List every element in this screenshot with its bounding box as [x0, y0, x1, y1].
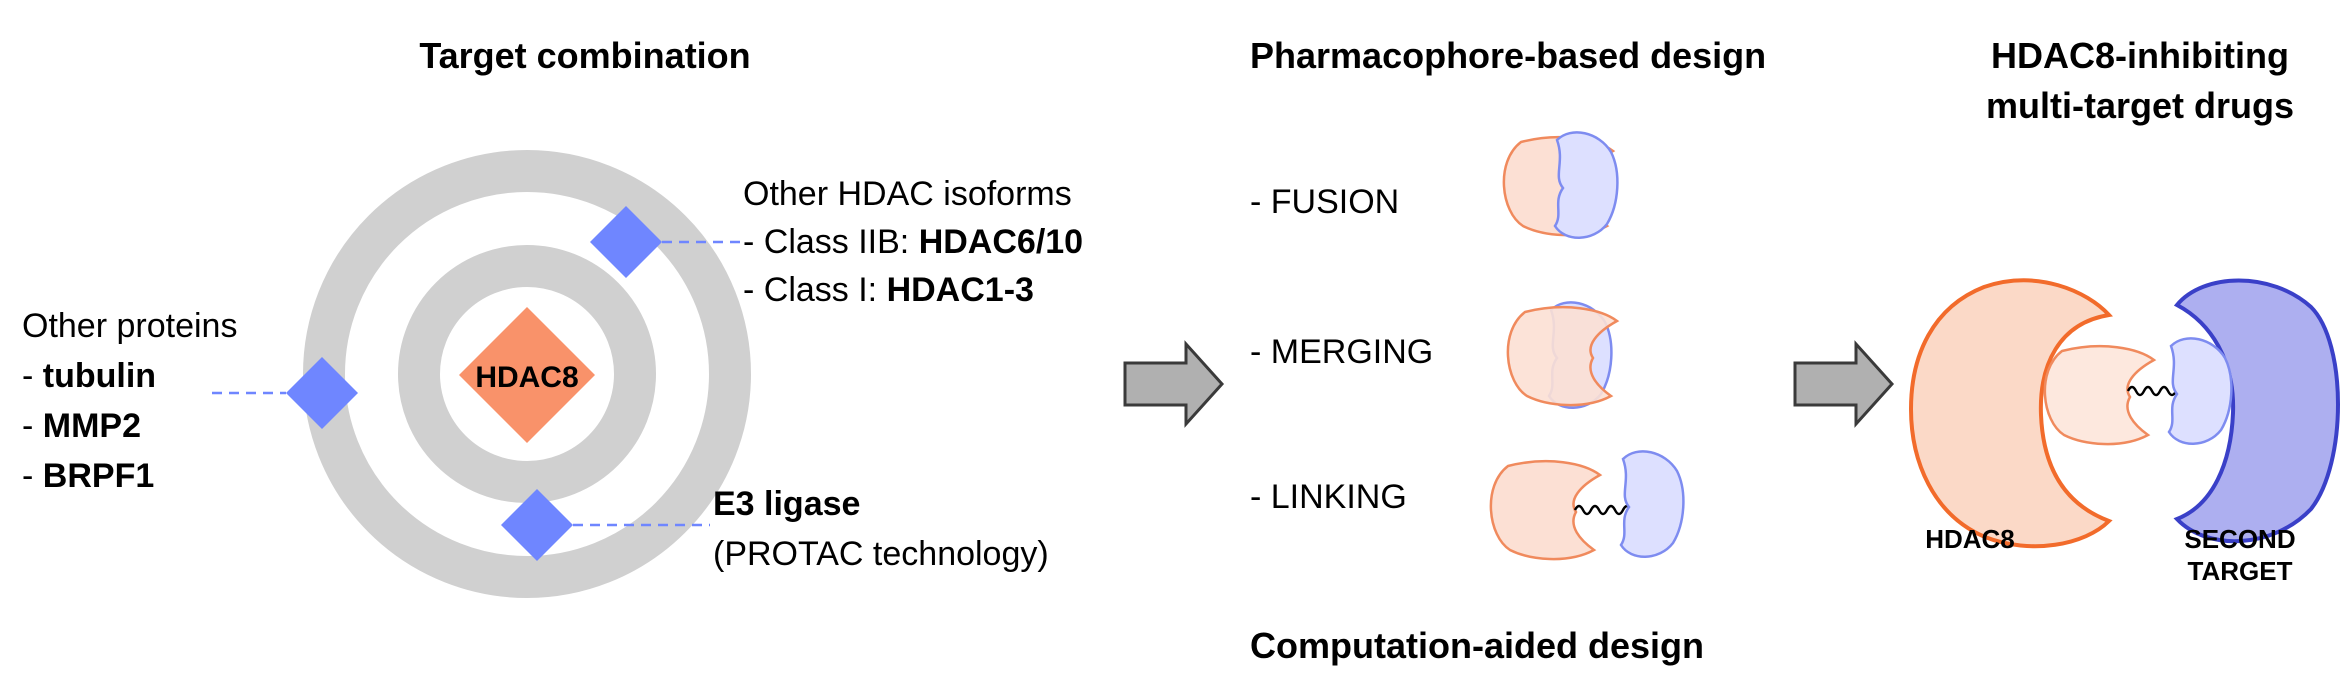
hdac8-core: HDAC8: [459, 307, 595, 443]
linker-squiggle: [2126, 385, 2178, 397]
other-hdac-item: - Class I: HDAC1-3: [743, 271, 1034, 309]
other-proteins-group: Other proteins - tubulin - MMP2 - BRPF1: [22, 307, 237, 495]
other-protein-item: - BRPF1: [22, 457, 154, 495]
multi-target-title-line1: HDAC8-inhibiting: [1991, 35, 2289, 76]
hdac8-enzyme-label: HDAC8: [1925, 524, 2015, 554]
e3-ligase-group: E3 ligase (PROTAC technology): [713, 485, 1049, 573]
other-proteins-heading: Other proteins: [22, 307, 237, 345]
pharmacophore-title: Pharmacophore-based design: [1250, 35, 1766, 76]
strategy-fusion: - FUSION: [1250, 183, 1399, 221]
second-ligand-shape: [2167, 337, 2233, 446]
merging-illustration: [1506, 301, 1619, 410]
second-target-label-line2: TARGET: [2188, 556, 2293, 586]
e3-ligase-sub: (PROTAC technology): [713, 535, 1049, 573]
flow-arrow-1: [1123, 340, 1225, 428]
other-hdac-item: - Class IIB: HDAC6/10: [743, 223, 1083, 261]
e3-ligase-diamond: [501, 489, 573, 561]
other-protein-item: - tubulin: [22, 357, 156, 395]
multi-target-title-line2: multi-target drugs: [1986, 85, 2294, 126]
multi-target-drug-illustration: [1909, 278, 2340, 549]
other-hdac-heading: Other HDAC isoforms: [743, 175, 1072, 213]
hdac8-core-diamond: [459, 307, 595, 443]
other-protein-diamond: [286, 357, 358, 429]
e3-ligase-heading: E3 ligase: [713, 485, 860, 523]
second-ligand-shape: [1553, 131, 1619, 240]
other-hdac-group: Other HDAC isoforms - Class IIB: HDAC6/1…: [743, 175, 1083, 309]
inner-ring: [398, 245, 656, 503]
linking-illustration: [1489, 450, 1685, 561]
hdac8-core-label: HDAC8: [475, 361, 578, 394]
target-combination-title: Target combination: [419, 35, 750, 76]
second-ligand-shape: [1619, 450, 1685, 559]
strategy-linking: - LINKING: [1250, 478, 1407, 516]
fusion-illustration: [1502, 131, 1619, 240]
strategy-merging: - MERGING: [1250, 333, 1433, 371]
hdac-isoform-diamond: [590, 206, 662, 278]
computation-aided-title: Computation-aided design: [1250, 625, 1704, 666]
flow-arrow-2: [1793, 340, 1895, 428]
other-protein-item: - MMP2: [22, 407, 141, 445]
second-target-label-line1: SECOND: [2184, 524, 2295, 554]
